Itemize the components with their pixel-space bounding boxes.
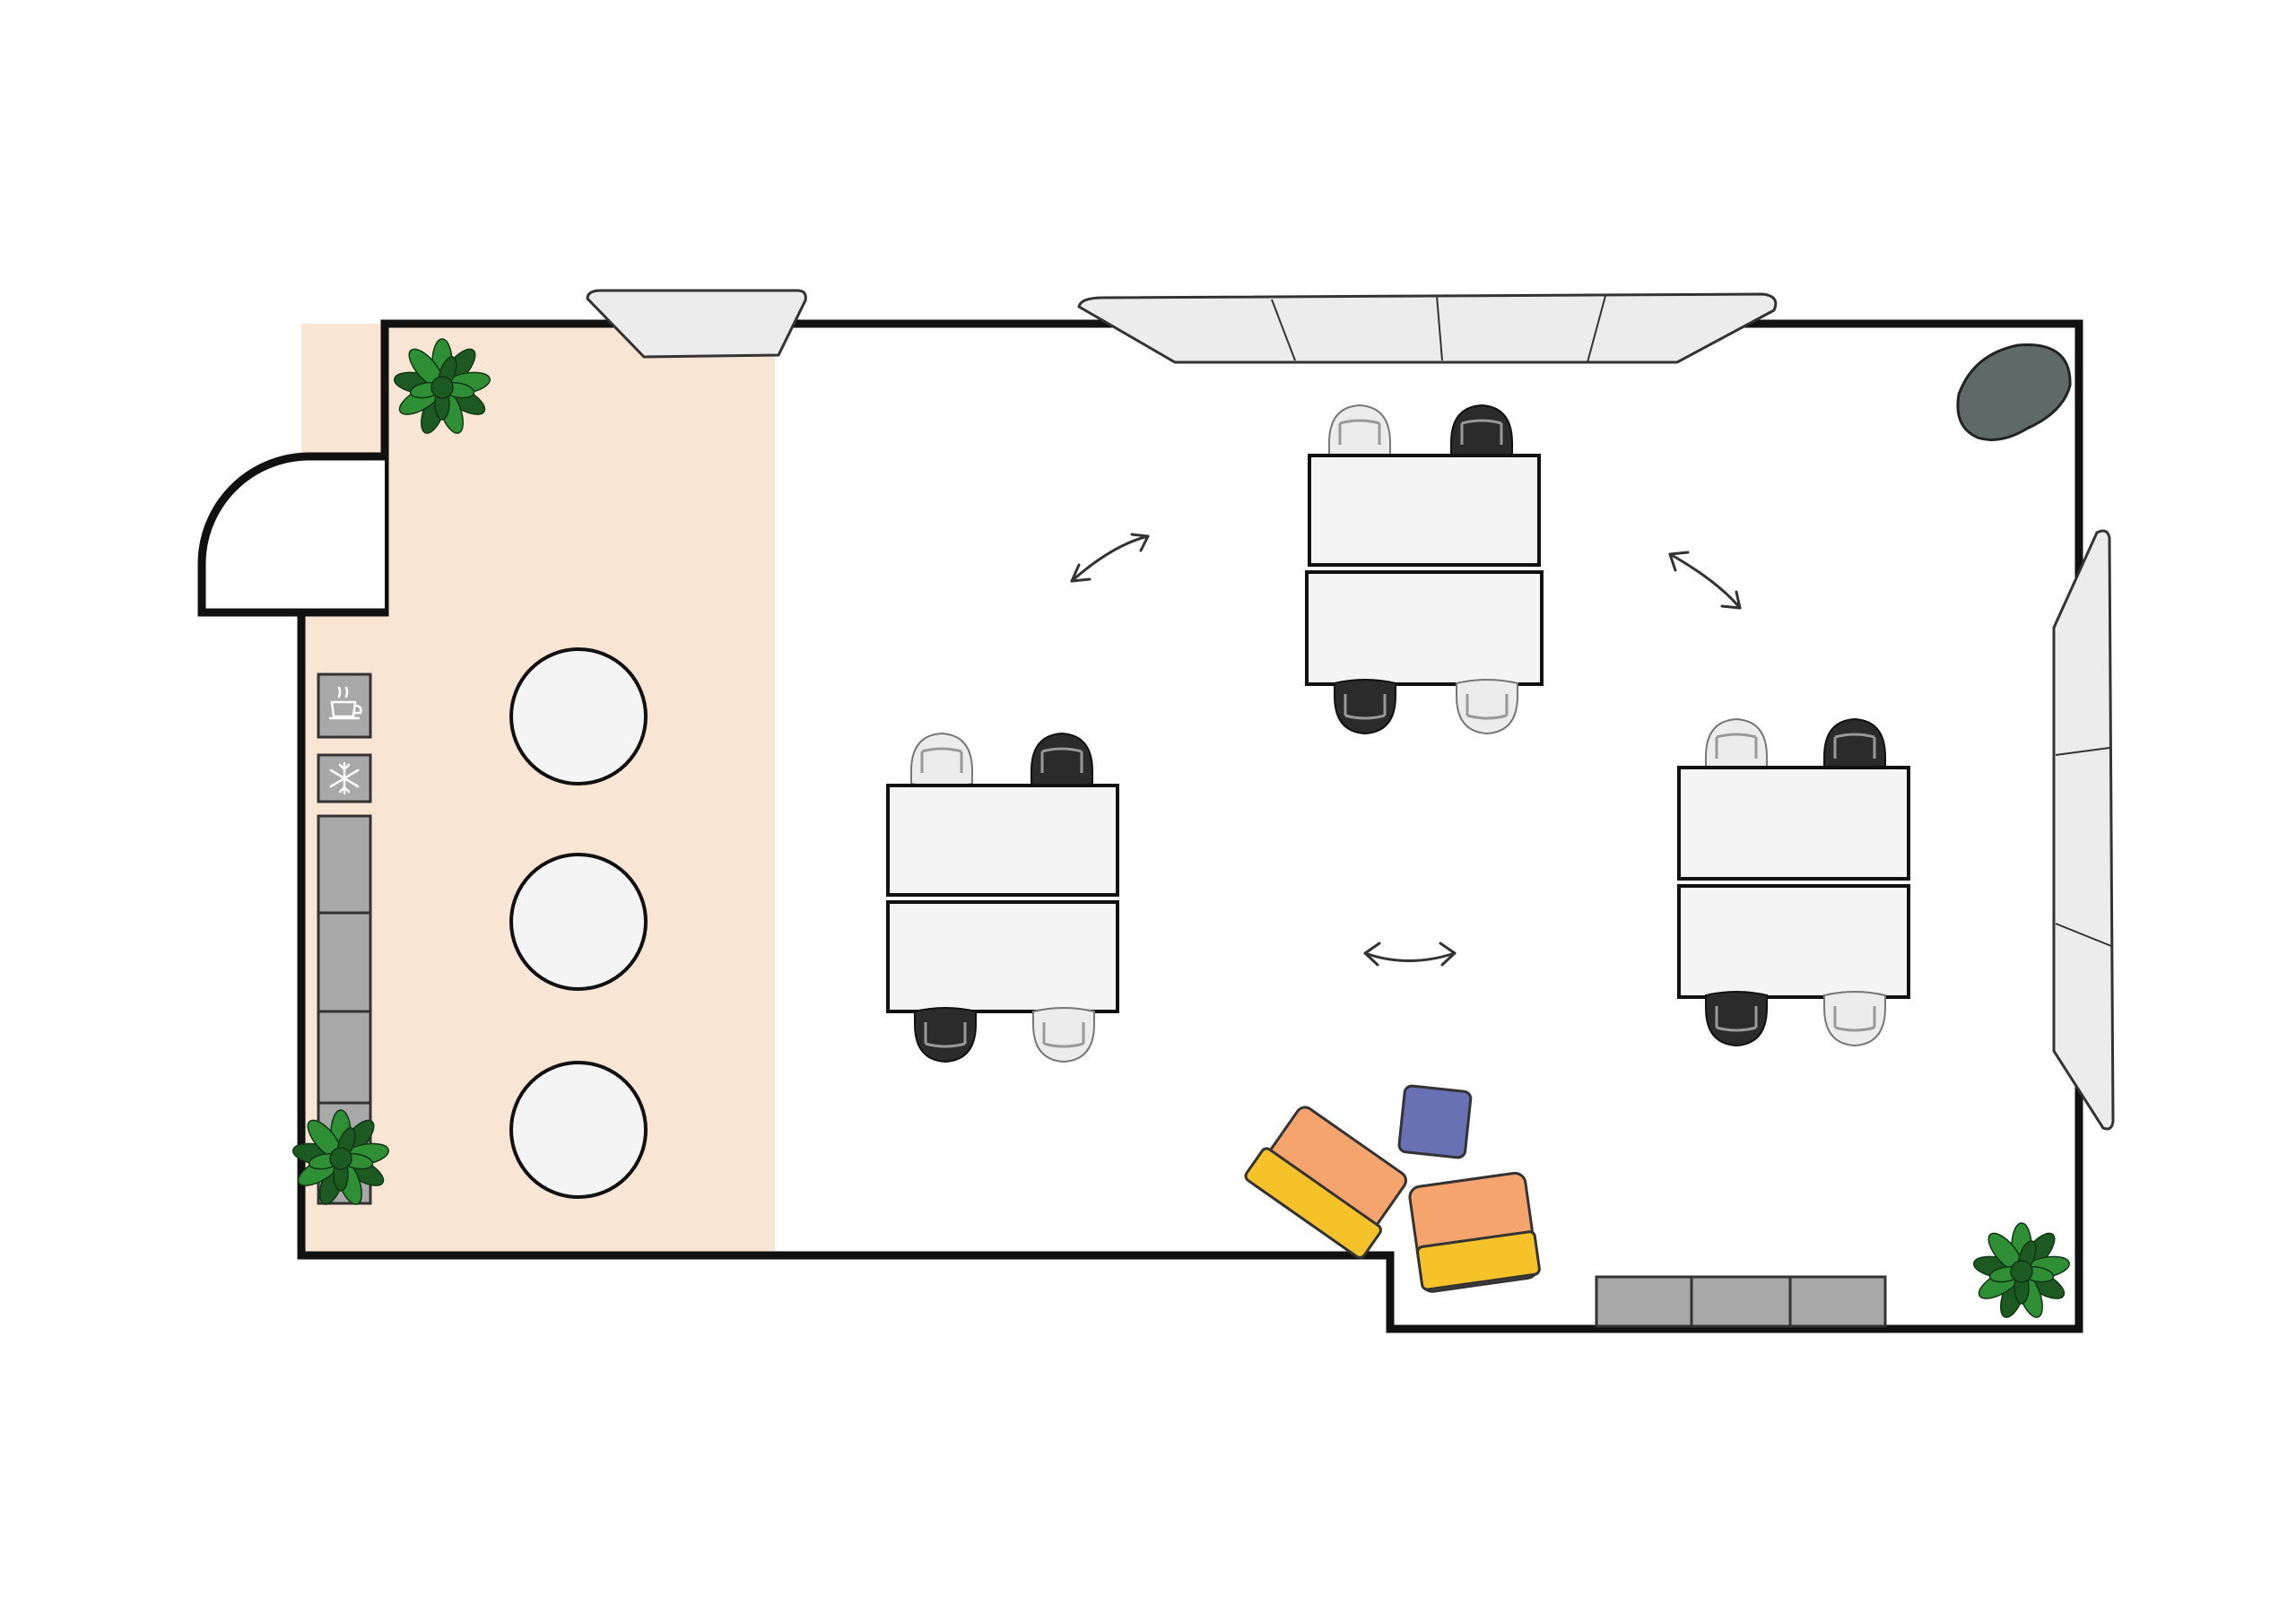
desk[interactable] xyxy=(1308,454,1541,567)
desk[interactable] xyxy=(1305,570,1544,686)
plant-icon xyxy=(1971,1222,2072,1322)
window-sill-right xyxy=(2052,529,2115,1131)
cabinet xyxy=(1690,1275,1792,1328)
desk-cluster-right xyxy=(1677,717,1910,1047)
pouf-dark[interactable] xyxy=(1956,343,2072,441)
chair-dark[interactable] xyxy=(1333,678,1397,735)
chair-dark[interactable] xyxy=(1704,990,1769,1047)
window-sill-large xyxy=(1077,292,1778,364)
chair-light[interactable] xyxy=(1822,990,1887,1047)
storage-cabinets-bottom xyxy=(1595,1275,1887,1328)
entrance-door[interactable] xyxy=(197,452,385,617)
chair-light[interactable] xyxy=(1327,404,1392,461)
window-sill-small xyxy=(586,289,807,359)
counter-cabinet-1 xyxy=(317,814,372,915)
chair-light[interactable] xyxy=(1704,717,1769,775)
counter-cabinet-3 xyxy=(317,1010,372,1105)
chair-light[interactable] xyxy=(909,732,974,789)
cabinet xyxy=(1595,1275,1693,1328)
chair-light[interactable] xyxy=(1455,678,1519,735)
chair-dark[interactable] xyxy=(1449,404,1514,461)
desk-cluster-left xyxy=(886,732,1119,1063)
round-table-3[interactable] xyxy=(509,1061,648,1199)
round-table-2[interactable] xyxy=(509,853,648,991)
desk[interactable] xyxy=(1677,766,1910,881)
snowflake-icon xyxy=(329,761,360,795)
desk[interactable] xyxy=(886,900,1119,1013)
ottoman-blue[interactable] xyxy=(1397,1084,1473,1159)
desk-cluster-top xyxy=(1305,404,1544,735)
rotate-arrow-icon xyxy=(1668,551,1742,610)
appliance-coffee[interactable] xyxy=(317,673,372,739)
coffee-machine-icon xyxy=(328,686,362,720)
lounge-chair[interactable] xyxy=(1244,1100,1415,1260)
chair-dark[interactable] xyxy=(1030,732,1094,789)
round-table-1[interactable] xyxy=(509,647,648,785)
desk[interactable] xyxy=(1677,884,1910,999)
chair-dark[interactable] xyxy=(1822,717,1887,775)
chair-dark[interactable] xyxy=(913,1006,978,1063)
cabinet xyxy=(1788,1275,1887,1328)
rotate-arrow-icon xyxy=(1070,533,1150,583)
desk[interactable] xyxy=(886,784,1119,897)
counter-cabinet-2 xyxy=(317,911,372,1013)
swap-arrow-icon xyxy=(1363,942,1457,967)
chair-light[interactable] xyxy=(1031,1006,1096,1063)
lounge-chair[interactable] xyxy=(1408,1171,1541,1293)
